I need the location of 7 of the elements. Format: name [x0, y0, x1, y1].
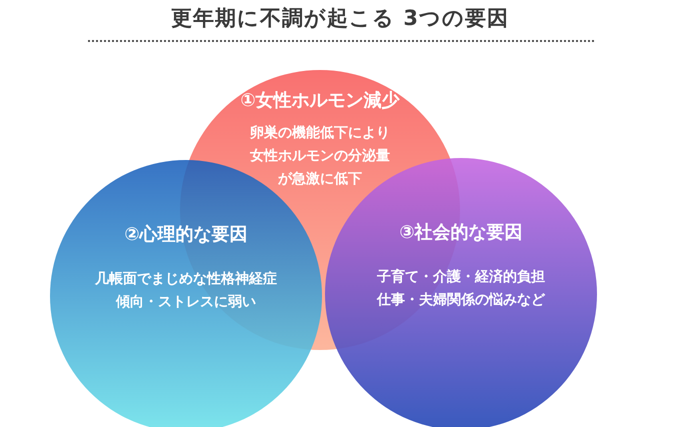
circle-heading: ①女性ホルモン減少	[240, 89, 400, 112]
circle-description: 卵巣の機能低下により女性ホルモンの分泌量が急激に低下	[249, 124, 391, 189]
circle-heading: ③社会的な要因	[399, 221, 523, 244]
circle-description: 子育て・介護・経済的負担仕事・夫婦関係の悩みなど	[376, 268, 546, 310]
title: 更年期に不調が起こる 3つの要因	[170, 5, 510, 32]
circle-description: 几帳面でまじめな性格神経症傾向・ストレスに弱い	[94, 270, 278, 312]
circle-heading: ②心理的な要因	[124, 223, 248, 246]
